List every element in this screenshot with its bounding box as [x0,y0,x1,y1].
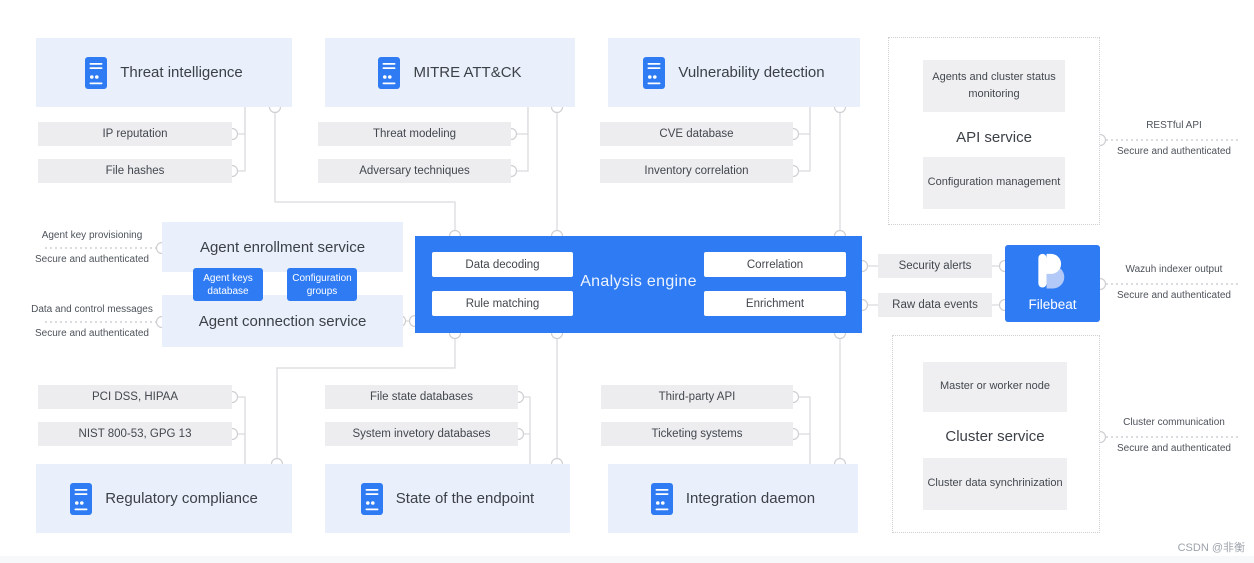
row-system-inventory-databases: System invetory databases [325,422,518,446]
box-label: Configuration management [927,176,1061,189]
slot-label: Enrichment [745,297,805,310]
row-label: System invetory databases [352,428,491,440]
box-label: Agents and cluster status monitoring [932,70,1056,100]
row-inventory-correlation: Inventory correlation [600,159,793,183]
row-label: File hashes [105,165,165,177]
engine-slot-correlation: Correlation [704,252,846,277]
row-label: CVE database [659,128,734,140]
box-configuration-management: Configuration management [923,157,1065,209]
engine-slot-rule-matching: Rule matching [432,291,573,316]
document-icon [378,56,401,89]
row-label: IP reputation [102,128,168,140]
row-label: Ticketing systems [651,428,743,440]
channel-label-cluster-communication: Cluster communication [1123,417,1225,428]
row-label: Threat modeling [372,128,457,140]
row-cve-database: CVE database [600,122,793,146]
module-title: Integration daemon [685,490,816,507]
engine-slot-data-decoding: Data decoding [432,252,573,277]
row-label: Inventory correlation [644,165,749,177]
service-title: Agent enrollment service [199,238,366,256]
channel-label-agent-key-provisioning: Agent key provisioning [41,230,143,241]
row-label: Security alerts [898,260,972,272]
engine-slot-enrichment: Enrichment [704,291,846,316]
channel-label-restful-api: RESTful API [1146,120,1202,131]
api-service-title: API service [923,126,1065,148]
channel-label-secure: Secure and authenticated [1117,443,1231,454]
filebeat-logo [1032,251,1072,295]
row-threat-modeling: Threat modeling [318,122,511,146]
module-state-of-endpoint: State of the endpoint [325,464,570,533]
module-mitre-attck: MITRE ATT&CK [325,38,575,107]
row-ip-reputation: IP reputation [38,122,232,146]
agent-connection-service: Agent connection service [162,295,403,347]
service-title: Agent connection service [198,312,367,330]
slot-label: Rule matching [465,297,540,310]
row-label: Raw data events [892,299,978,311]
row-label: File state databases [370,391,473,403]
document-icon [360,482,383,515]
module-title: Threat intelligence [120,64,243,81]
row-label: Adversary techniques [359,165,470,177]
channel-label-secure: Secure and authenticated [1117,146,1231,157]
document-icon [643,56,666,89]
row-file-state-databases: File state databases [325,385,518,409]
row-adversary-techniques: Adversary techniques [318,159,511,183]
channel-label-secure: Secure and authenticated [1117,290,1231,301]
analysis-engine: Data decoding Rule matching Correlation … [415,236,862,333]
row-ticketing-systems: Ticketing systems [601,422,793,446]
cluster-service-title: Cluster service [923,425,1067,447]
slot-label: Correlation [746,258,804,271]
channel-label-secure: Secure and authenticated [35,254,149,265]
row-label: NIST 800-53, GPG 13 [78,428,192,440]
row-label: Third-party API [658,391,736,403]
module-regulatory-compliance: Regulatory compliance [36,464,292,533]
module-threat-intelligence: Threat intelligence [36,38,292,107]
row-pci-dss-hipaa: PCI DSS, HIPAA [38,385,232,409]
module-title: State of the endpoint [395,490,535,507]
document-icon [85,56,108,89]
service-title: API service [956,128,1032,146]
channel-label-data-control-messages: Data and control messages [31,304,153,315]
agent-enrollment-service: Agent enrollment service [162,222,403,272]
box-label: Master or worker node [939,380,1051,393]
module-integration-daemon: Integration daemon [608,464,858,533]
module-title: Vulnerability detection [678,64,825,81]
slot-label: Data decoding [465,258,540,271]
filebeat-node: Filebeat [1005,245,1100,322]
row-raw-data-events: Raw data events [878,293,992,317]
row-file-hashes: File hashes [38,159,232,183]
chip-label: Agent keys database [203,272,253,297]
box-master-or-worker-node: Master or worker node [923,362,1067,412]
box-agents-cluster-status: Agents and cluster status monitoring [923,60,1065,112]
service-title: Cluster service [945,427,1045,445]
dotted-channels [45,139,1240,438]
document-icon [650,482,673,515]
filebeat-label: Filebeat [1028,297,1077,312]
module-title: Regulatory compliance [105,490,258,507]
row-label: PCI DSS, HIPAA [91,391,179,403]
chip-agent-keys-database: Agent keys database [193,268,263,301]
row-nist-gpg: NIST 800-53, GPG 13 [38,422,232,446]
row-security-alerts: Security alerts [878,254,992,278]
module-title: MITRE ATT&CK [413,64,522,81]
channel-label-wazuh-indexer-output: Wazuh indexer output [1125,264,1223,275]
chip-configuration-groups: Configuration groups [287,268,357,301]
watermark: CSDN @非衡 [1177,542,1245,554]
document-icon [70,482,93,515]
box-label: Cluster data synchrinization [927,477,1063,490]
engine-title: Analysis engine [580,273,697,290]
box-cluster-data-synchronization: Cluster data synchrinization [923,458,1067,510]
chip-label: Configuration groups [292,272,352,297]
module-vulnerability-detection: Vulnerability detection [608,38,860,107]
row-third-party-api: Third-party API [601,385,793,409]
page-bottom-strip [0,556,1254,563]
channel-label-secure: Secure and authenticated [35,328,149,339]
